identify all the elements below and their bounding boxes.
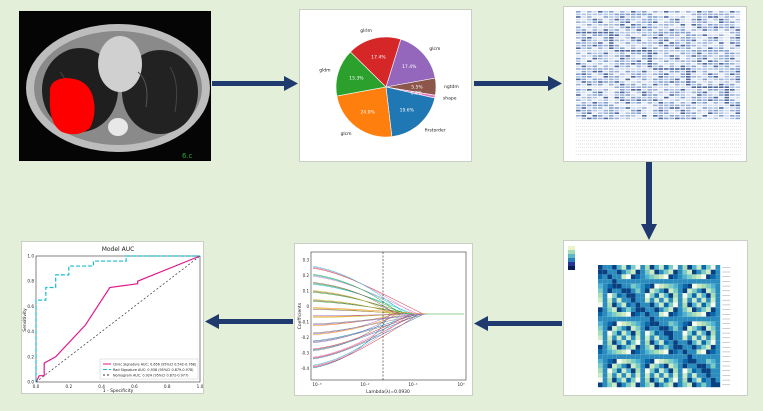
roc-series-line	[35, 255, 200, 382]
arrow-down	[641, 162, 657, 240]
pie-slices	[335, 36, 437, 138]
roc-xtick: 0.4	[98, 384, 105, 389]
feature-matrix-panel	[563, 6, 747, 162]
heatmap-cells	[598, 265, 731, 388]
lasso-ylabel: Coefficients	[297, 302, 303, 329]
lasso-xtick: 10⁻²	[360, 382, 370, 387]
lasso-ytick: 0.3	[303, 258, 310, 263]
matrix-cells	[576, 11, 742, 155]
roc-ytick: 0.8	[27, 279, 34, 284]
lasso-xtick: 10⁻³	[312, 382, 322, 387]
arrow-right-2	[474, 76, 562, 91]
roc-ytick: 0.0	[27, 380, 34, 385]
lasso-ytick: -0.4	[301, 366, 309, 371]
pie-category-label: glrlm	[360, 28, 372, 34]
pie-category-label: glcm	[341, 131, 352, 137]
pie-pct-label: 24.0%	[360, 109, 375, 115]
arrow-right-1	[212, 76, 298, 91]
pie-labels: 17.4% glcm 5.5% ngtdm 0.9% shape 19.6% firstord…	[319, 28, 459, 137]
lasso-chart: 10⁻³ 10⁻² 10⁻¹ 10⁰ 0.3 0.2 0.1 0 -0.1 -0.2 -0.3 -0.…	[297, 251, 467, 395]
lasso-ticks: 10⁻³ 10⁻² 10⁻¹ 10⁰ 0.3 0.2 0.1 0 -0.1 -0.2 -0.3 -0.…	[301, 258, 465, 388]
lasso-ytick: -0.1	[301, 320, 309, 325]
roc-ytick: 0.6	[27, 304, 34, 309]
pie-pct-label: 19.6%	[400, 108, 415, 114]
roc-legend: Clinic Signature AUC: 0.656 (95%CI 0.542…	[99, 358, 199, 380]
pie-category-label: glcm	[429, 46, 440, 52]
roc-series-line	[35, 255, 201, 383]
lasso-paths	[312, 266, 464, 369]
arrow-left-1	[474, 316, 562, 331]
roc-ylabel: Sensitivity	[22, 308, 28, 332]
pie-category-label: firstorder	[425, 128, 446, 134]
roc-ytick: 0.2	[27, 354, 34, 359]
roc-legend-entry: Clinic Signature AUC: 0.656 (95%CI 0.542…	[113, 362, 197, 366]
lasso-ytick: -0.2	[301, 335, 309, 340]
roc-chart: Model AUC 0.0 0.2 0.4 0.6 0.8 1.0 1.0 0.8 0.6 0.4…	[22, 246, 203, 394]
correlation-heatmap-panel	[563, 240, 748, 396]
roc-title: Model AUC	[102, 246, 135, 253]
pie-pct-label: 17.4%	[402, 64, 417, 70]
roc-ytick: 0.4	[27, 329, 34, 334]
roc-xtick: 0.8	[164, 384, 171, 389]
roc-xtick: 0.0	[33, 384, 40, 389]
roc-xlabel: 1 - Specificity	[103, 388, 134, 394]
lasso-ytick: -0.3	[301, 351, 309, 356]
roc-legend-entry: Nomogram AUC: 0.924 (95%CI 0.872-0.977)	[113, 373, 189, 377]
lasso-ytick: 0.2	[303, 273, 310, 278]
pie-pct-label: 17.4%	[371, 54, 386, 60]
lasso-ytick: 0	[306, 304, 309, 309]
roi-tumor-region	[49, 78, 95, 135]
pie-slice	[385, 38, 436, 88]
pie-slice	[335, 51, 387, 97]
correlation-heatmap	[568, 246, 731, 388]
roc-xtick: 0.2	[65, 384, 72, 389]
arrow-left-2	[205, 314, 293, 329]
pie-category-label: ngtdm	[444, 84, 459, 90]
roc-panel: Model AUC 0.0 0.2 0.4 0.6 0.8 1.0 1.0 0.8 0.6 0.4…	[21, 241, 204, 394]
roc-ticks: 0.0 0.2 0.4 0.6 0.8 1.0 1.0 0.8 0.6 0.4 0.2 0.0	[27, 254, 203, 390]
pie-pct-label: 0.9%	[411, 91, 423, 97]
pie-pct-label: 15.3%	[349, 75, 364, 81]
lasso-panel: 10⁻³ 10⁻² 10⁻¹ 10⁰ 0.3 0.2 0.1 0 -0.1 -0.2 -0.3 -0.…	[294, 243, 473, 396]
lasso-xtick: 10⁰	[457, 382, 464, 387]
feature-pie-chart: 17.4% glcm 5.5% ngtdm 0.9% shape 19.6% firstord…	[319, 28, 459, 138]
lasso-ytick: 0.1	[303, 289, 310, 294]
heatmap-colorbar	[568, 246, 575, 270]
roc-ytick: 1.0	[27, 254, 34, 259]
svg-text:6.c: 6.c	[182, 152, 193, 160]
pie-pct-label: 5.5%	[411, 84, 423, 90]
lasso-xlabel: Lambda(λ)=0.0930	[366, 389, 410, 395]
pie-category-label: gldm	[319, 67, 330, 73]
pie-category-label: shape	[443, 96, 457, 102]
roc-xtick: 0.6	[131, 384, 138, 389]
roc-legend-entry: Rad Signature AUC: 0.938 (95%CI 0.879-0.…	[113, 368, 194, 372]
pie-slice	[385, 86, 436, 137]
roc-lines	[35, 255, 201, 383]
ct-scan-panel: 6.c	[19, 11, 211, 161]
feature-pie-panel: 17.4% glcm 5.5% ngtdm 0.9% shape 19.6% firstord…	[299, 9, 472, 162]
roc-xtick: 1.0	[197, 384, 204, 389]
roc-series-line	[35, 255, 201, 383]
pie-slice	[349, 36, 402, 88]
pie-slice	[336, 86, 393, 138]
feature-matrix-image	[576, 11, 742, 155]
ct-scan-image: 6.c	[20, 12, 210, 160]
lasso-xtick: 10⁻¹	[408, 382, 418, 387]
